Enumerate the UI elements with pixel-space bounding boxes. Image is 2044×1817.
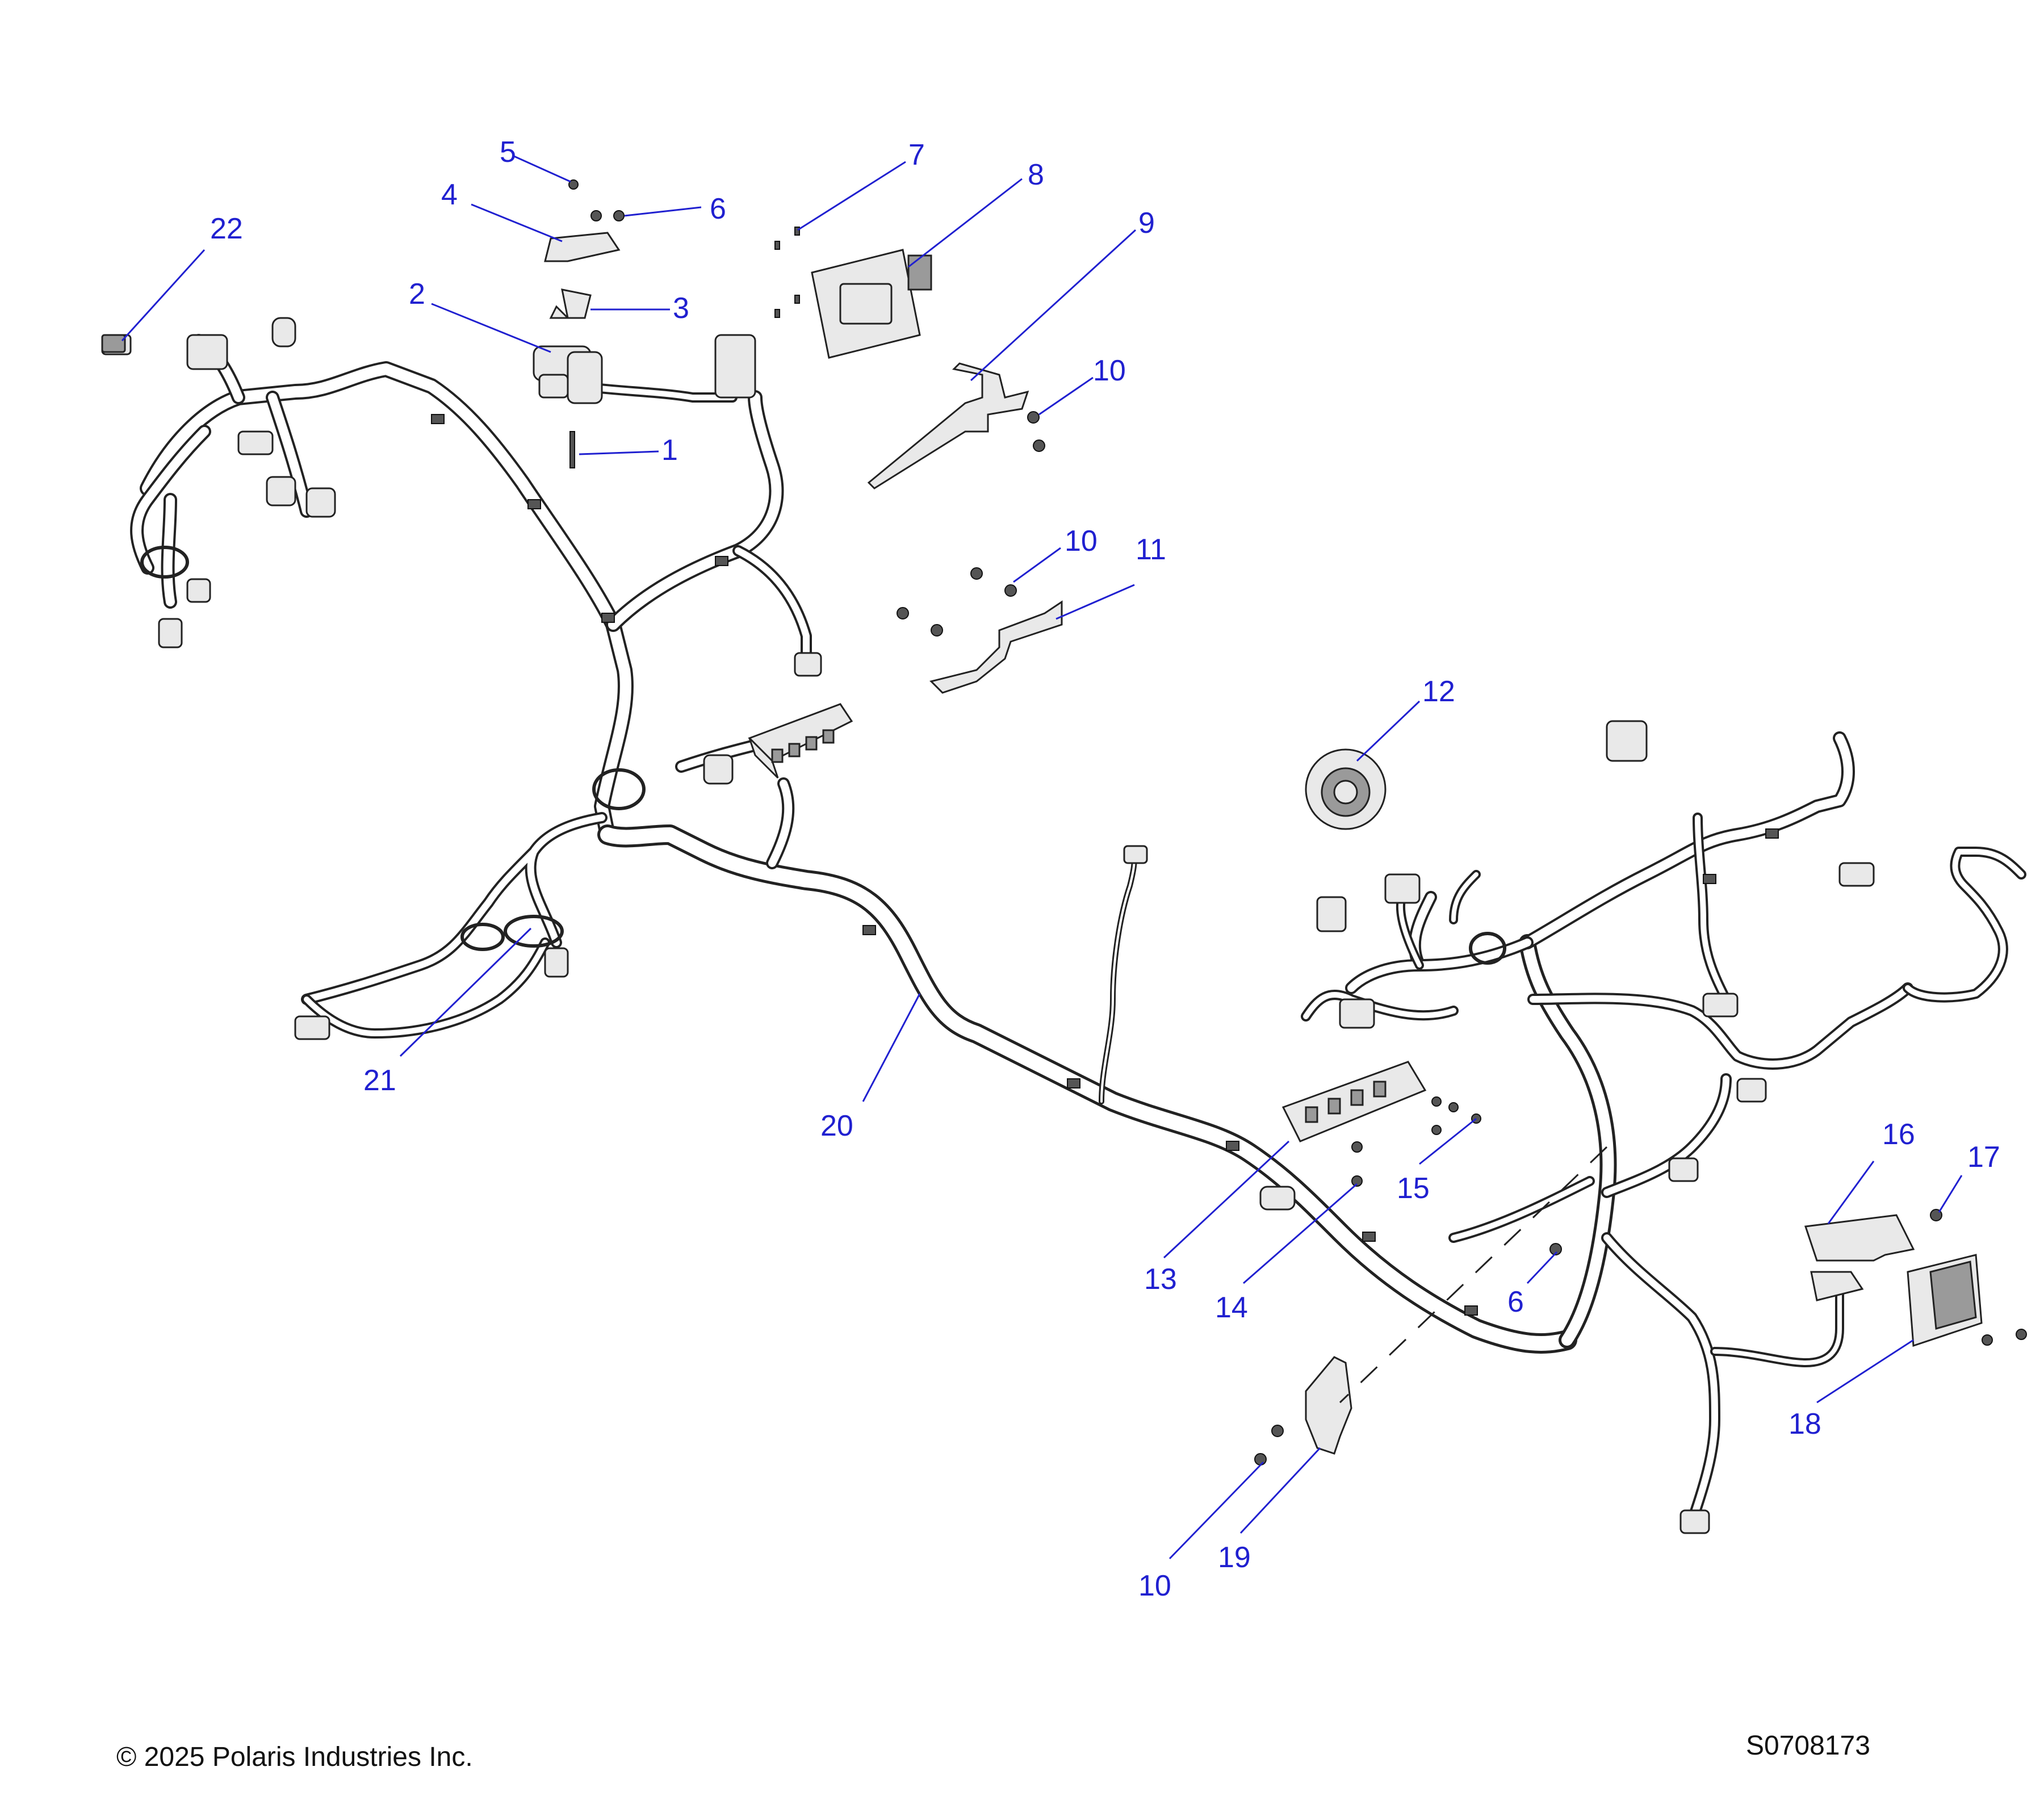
bolt-6b [613,210,625,221]
harness-connectors [101,317,1875,1534]
fuse-block-13 [1281,1061,1427,1142]
bracket-3 [549,288,592,319]
bolt-6a [590,210,602,221]
callout-21: 21 [363,1064,396,1097]
callout-6-lower: 6 [1507,1286,1524,1318]
bolts-14 [1351,1141,1363,1187]
callout-4: 4 [441,178,458,211]
copyright-text: © 2025 Polaris Industries Inc. [116,1742,473,1772]
callout-9: 9 [1138,207,1155,240]
bolts-10a [1027,411,1045,452]
voltage-regulator-18 [1810,1254,1983,1347]
callout-5: 5 [500,136,516,169]
callout-17: 17 [1967,1141,2000,1174]
bracket-19 [1305,1356,1352,1455]
callout-11: 11 [1136,533,1166,566]
callout-15: 15 [1397,1172,1430,1205]
grommet-12 [1305,748,1387,830]
callout-16: 16 [1882,1118,1915,1151]
bracket-9 [867,362,1029,489]
callout-18: 18 [1789,1408,1821,1441]
callout-7: 7 [908,139,925,171]
callout-14: 14 [1215,1291,1248,1324]
alignment-line [1339,1146,1608,1404]
bracket-16 [1804,1214,1915,1262]
callout-2: 2 [409,278,425,311]
screws-7 [774,227,800,318]
ignition-coil [533,345,603,404]
connector-22 [101,334,126,353]
wire-harness [130,334,2026,1527]
bolts-15 [1431,1096,1481,1135]
bolt-1 [569,431,575,468]
nut-5 [568,179,579,190]
callout-6-top: 6 [710,192,726,225]
bracket-11 [929,600,1063,694]
bolts-10b [897,567,1017,637]
fuse-box [748,703,853,779]
callout-8: 8 [1028,158,1044,191]
callout-10-middle: 10 [1065,525,1098,558]
leader-lines [121,155,1963,1560]
callout-3: 3 [673,292,689,325]
callout-12: 12 [1422,675,1455,708]
callout-13: 13 [1144,1263,1177,1296]
callout-10-upper: 10 [1093,354,1126,387]
callout-22: 22 [210,212,243,245]
callout-19: 19 [1218,1541,1251,1574]
ecu-module [714,249,932,399]
bolt-6c [1549,1243,1562,1255]
callout-20: 20 [820,1110,853,1142]
bolts-10c [1254,1425,1284,1466]
bolts-18 [1982,1329,2027,1346]
callout-labels: 1 2 3 4 5 6 7 8 9 10 10 10 11 12 13 14 1… [210,136,2000,1602]
callout-10-lower: 10 [1138,1569,1171,1602]
callout-1: 1 [661,434,678,467]
bracket-4 [544,232,621,262]
drawing-id: S0708173 [1746,1731,1870,1761]
